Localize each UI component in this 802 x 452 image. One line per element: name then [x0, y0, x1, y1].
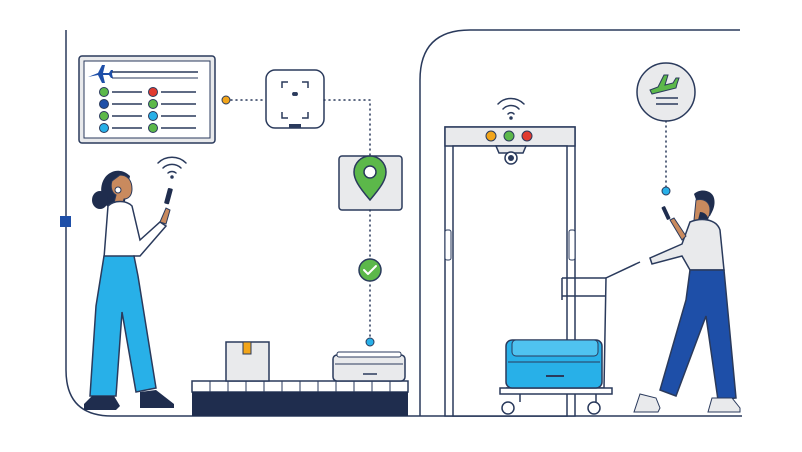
status-dot	[99, 87, 109, 97]
airplane-icon	[88, 65, 113, 83]
suitcase-conveyor	[332, 351, 406, 382]
gate-light	[485, 130, 497, 142]
face-scan-icon	[281, 81, 309, 119]
status-dot	[148, 123, 158, 133]
status-dot	[99, 111, 109, 121]
airplane-departure-icon	[649, 74, 680, 95]
room-outline	[65, 29, 742, 417]
connector-node	[221, 95, 231, 105]
flight-board-row	[99, 111, 196, 121]
flight-board-rows	[99, 87, 196, 133]
baggage-conveyor	[191, 380, 409, 416]
connector-node	[365, 337, 375, 347]
flight-board-row	[99, 87, 196, 97]
security-camera-icon	[494, 145, 528, 165]
flight-board-row	[99, 123, 196, 133]
location-pin-icon	[353, 155, 387, 202]
location-card	[338, 155, 403, 211]
dotted-connector	[323, 99, 371, 157]
package-icon	[225, 341, 270, 382]
gate-light	[521, 130, 533, 142]
departure-bubble	[636, 62, 696, 122]
traffic-lights-icon	[485, 130, 533, 142]
checkmark-icon	[358, 258, 382, 282]
gate-light	[503, 130, 515, 142]
status-dot	[99, 99, 109, 109]
wall-marker	[60, 216, 71, 227]
woman-traveler	[84, 156, 187, 410]
man-traveler	[633, 190, 741, 413]
status-dot	[148, 87, 158, 97]
flight-board	[78, 55, 216, 144]
flight-board-row	[99, 99, 196, 109]
suitcase-cart	[505, 339, 603, 389]
face-scan-device	[265, 69, 325, 129]
status-dot	[148, 111, 158, 121]
status-dot	[148, 99, 158, 109]
connector-node	[661, 186, 671, 196]
status-dot	[99, 123, 109, 133]
wifi-icon	[157, 156, 187, 179]
wifi-icon	[497, 97, 525, 120]
